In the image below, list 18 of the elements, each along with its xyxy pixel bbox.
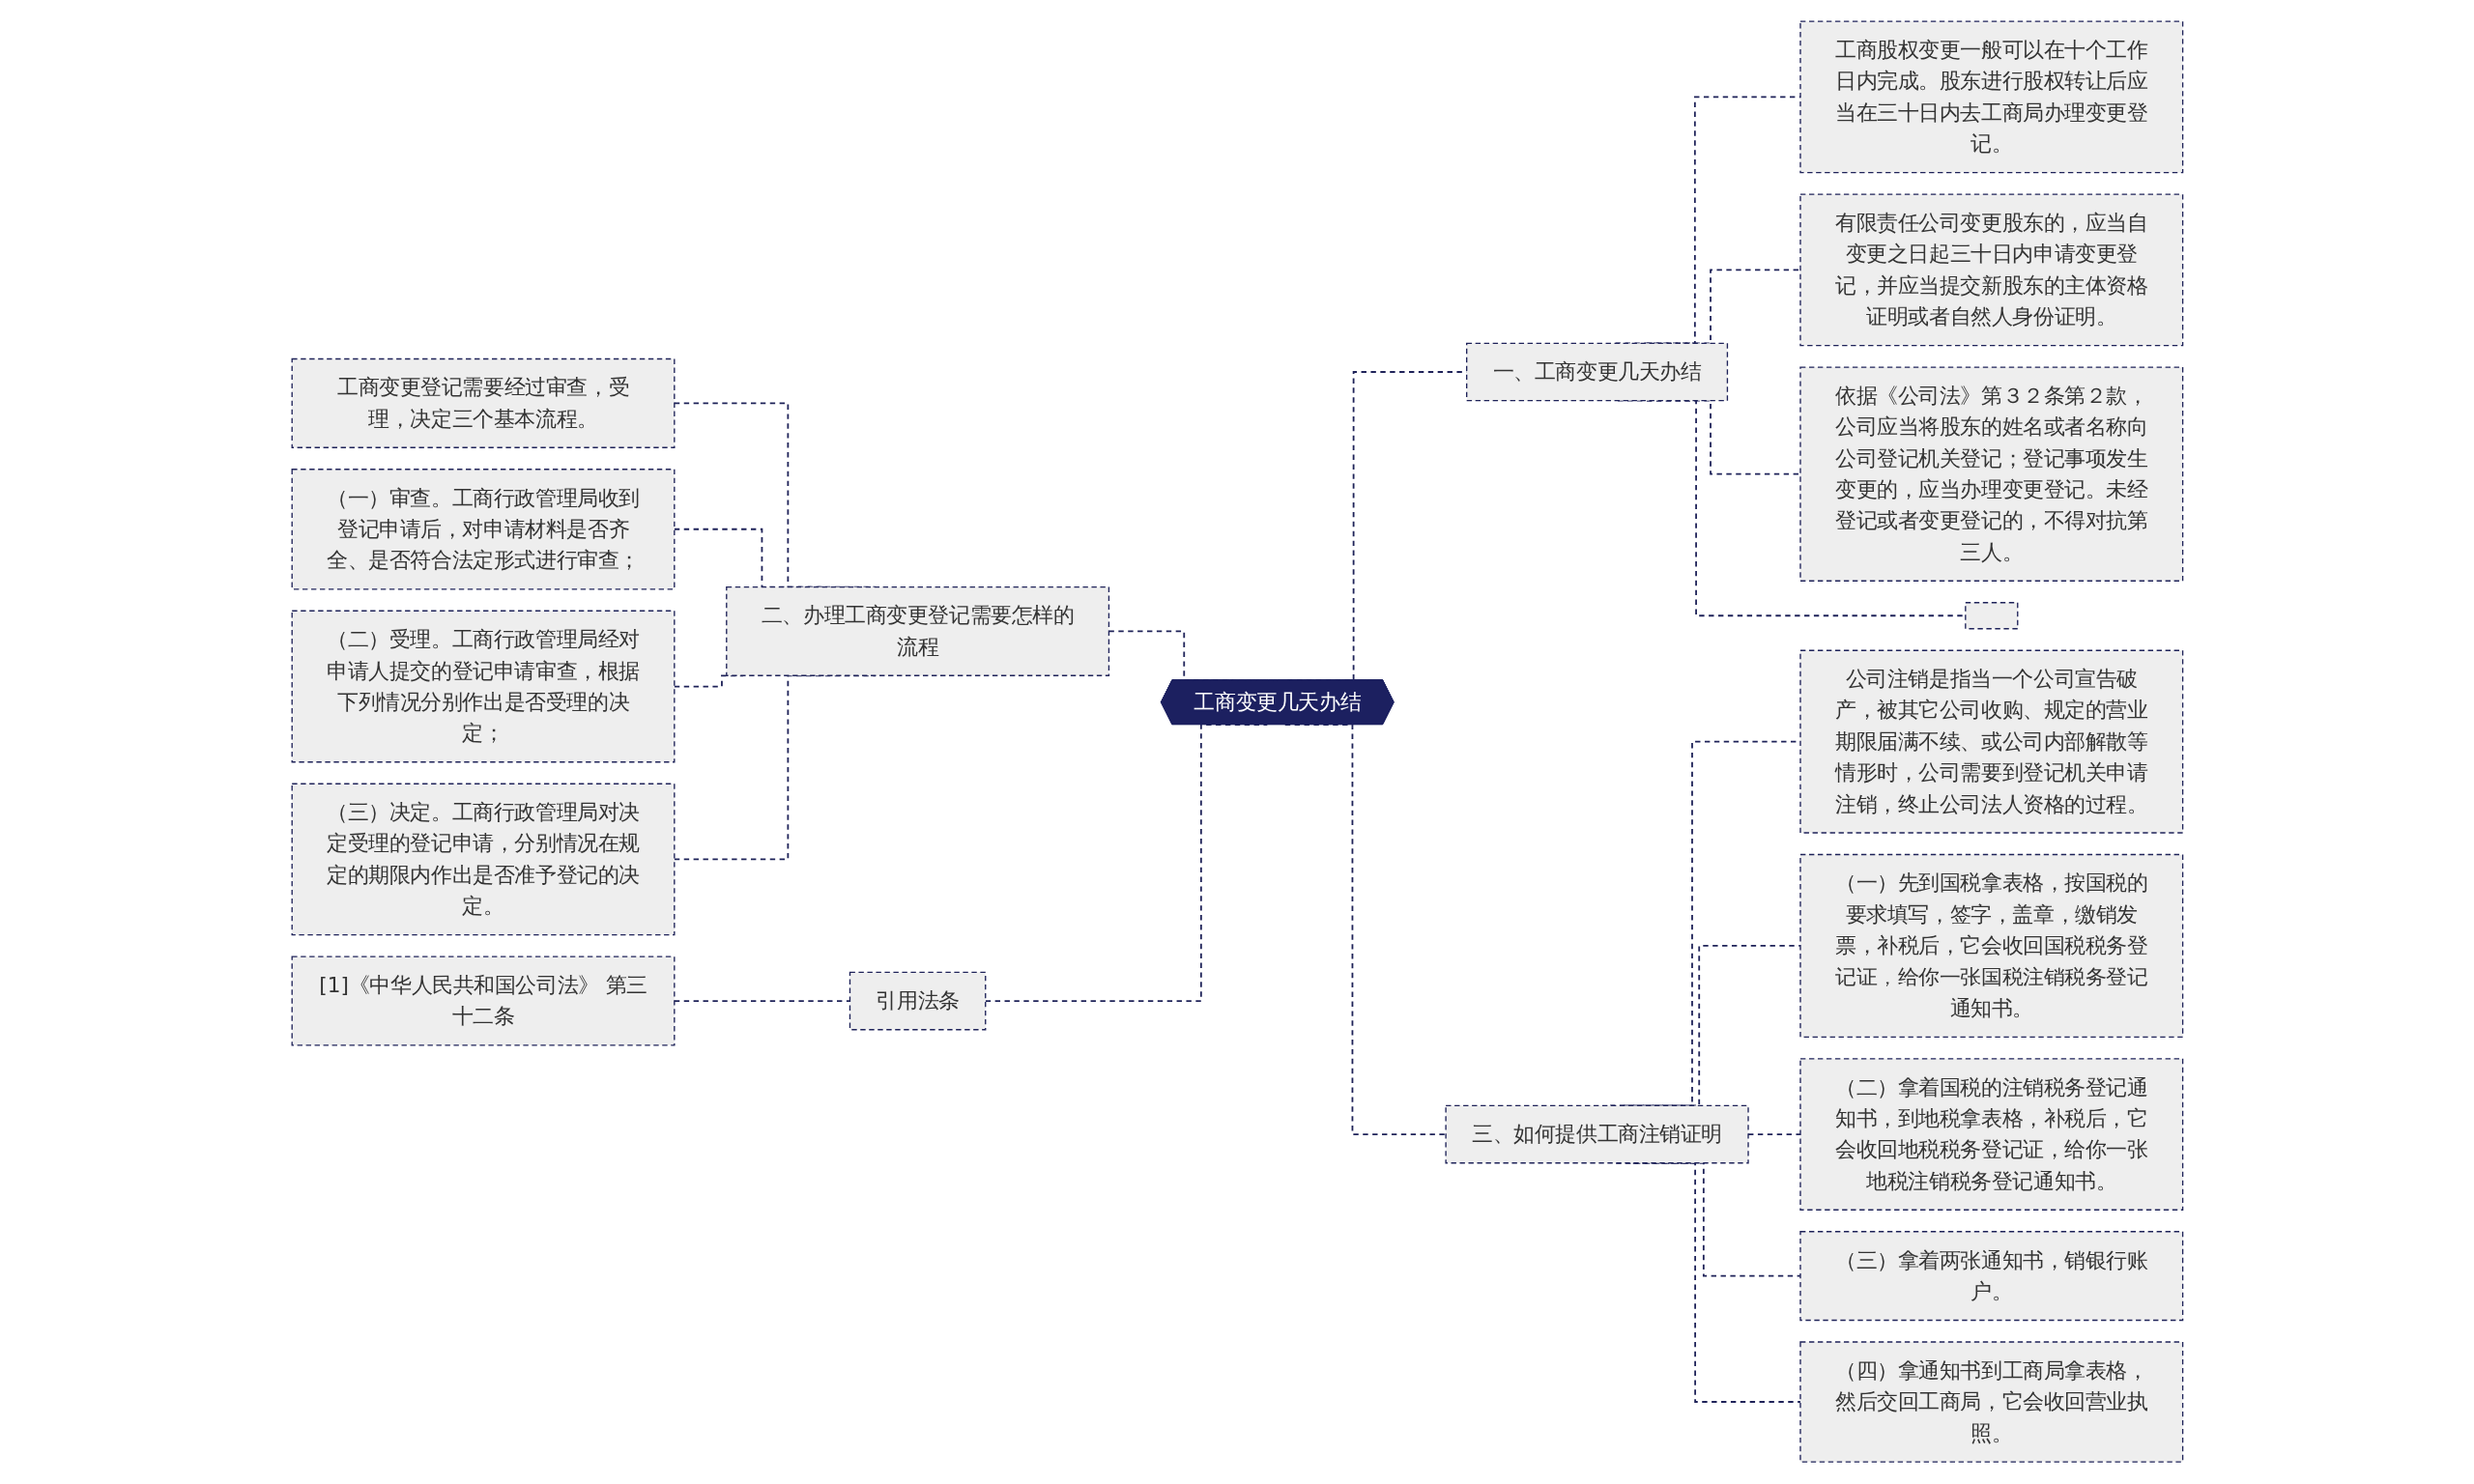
node-box: 二、办理工商变更登记需要怎样的流程 <box>725 586 1109 677</box>
node-box: 三、如何提供工商注销证明 <box>1445 1105 1749 1164</box>
node-box: 公司注销是指当一个公司宣告破产，被其它公司收购、规定的营业期限届满不续、或公司内部解散等情形时，公司需要到登记机关申请注销，终止公司法人资格的过程。 <box>1798 649 2183 835</box>
node-box: 工商变更登记需要经过审查，受理，决定三个基本流程。 <box>291 358 676 449</box>
node-box: （一）先到国税拿表格，按国税的要求填写，签字，盖章，缴销发票，补税后，它会收回国税税务登记证，给你一张国税注销税务登记通知书。 <box>1798 854 2183 1039</box>
node-box: （三）决定。工商行政管理局对决定受理的登记申请，分别情况在规定的期限内作出是否准予登记的决定。 <box>291 783 676 936</box>
node-box: 依据《公司法》第３２条第２款，公司应当将股东的姓名或者名称向公司登记机关登记；登记事项发生变更的，应当办理变更登记。未经登记或者变更登记的，不得对抗第三人。 <box>1798 366 2183 583</box>
node-box <box>1964 602 2019 630</box>
node-box: （二）受理。工商行政管理局经对申请人提交的登记申请审查，根据下列情况分别作出是否受理的决定； <box>291 611 676 763</box>
node-box: 引用法条 <box>849 972 987 1031</box>
node-box: （一）审查。工商行政管理局收到登记申请后，对申请材料是否齐全、是否符合法定形式进行审查； <box>291 469 676 590</box>
node-box: 工商股权变更一般可以在十个工作日内完成。股东进行股权转让后应当在三十日内去工商局办理变更登记。 <box>1798 20 2183 174</box>
node-box: [1]《中华人民共和国公司法》 第三十二条 <box>291 956 676 1046</box>
node-box: （二）拿着国税的注销税务登记通知书，到地税拿表格，补税后，它会收回地税税务登记证，给你一张地税注销税务登记通知书。 <box>1798 1058 2183 1212</box>
node-box: 有限责任公司变更股东的，应当自变更之日起三十日内申请变更登记，并应当提交新股东的主体资格证明或者自然人身份证明。 <box>1798 193 2183 347</box>
node-box: 一、工商变更几天办结 <box>1465 343 1728 402</box>
node-box: （四）拿通知书到工商局拿表格，然后交回工商局，它会收回营业执照。 <box>1798 1341 2183 1464</box>
node-box: （三）拿着两张通知书，销银行账户。 <box>1798 1231 2183 1322</box>
